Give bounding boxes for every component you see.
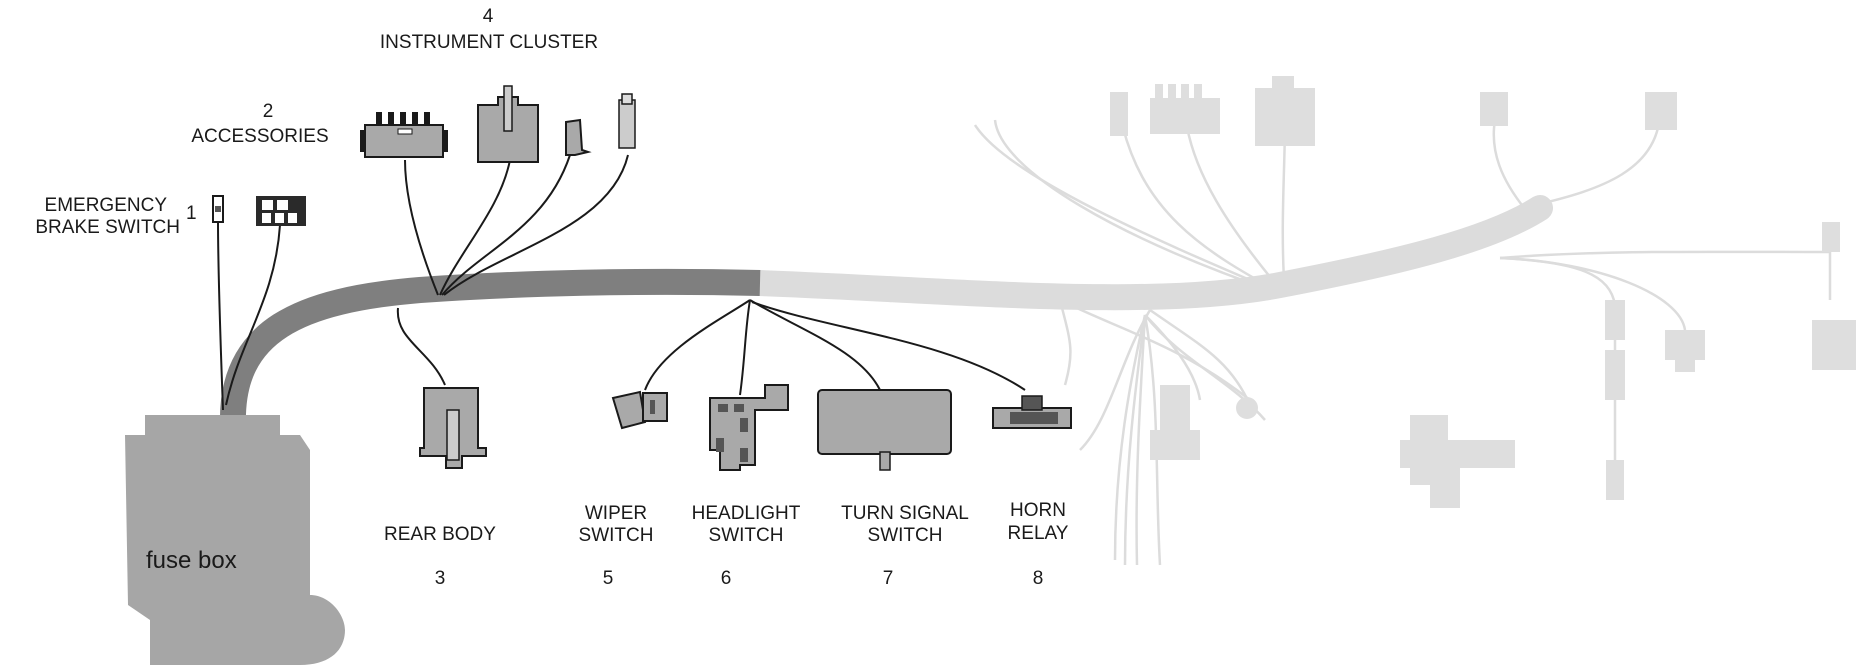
connector-headlight-switch[interactable]: [709, 384, 789, 471]
label-instrument-cluster: 4 INSTRUMENT CLUSTER: [380, 6, 598, 53]
horn-relay-label-line1: HORN: [1010, 500, 1066, 521]
label-emergency-brake-switch: EMERGENCY BRAKE SWITCH 1: [35, 195, 196, 238]
connector-turn-signal-switch[interactable]: [817, 389, 952, 471]
harness-trunk: [219, 268, 761, 426]
label-horn-relay: HORN RELAY 8: [1008, 500, 1069, 589]
connector-rear-body[interactable]: [419, 387, 487, 469]
rear-body-number: 3: [435, 568, 446, 589]
label-headlight-switch: HEADLIGHT SWITCH 6: [692, 503, 801, 589]
wiper-label-line2: SWITCH: [579, 525, 654, 546]
turn-signal-number: 7: [883, 568, 894, 589]
faded-trunk: [747, 195, 1553, 311]
connector-horn-relay[interactable]: [992, 395, 1072, 429]
accessories-label: ACCESSORIES: [191, 126, 328, 147]
headlight-label-line1: HEADLIGHT: [692, 503, 801, 524]
faded-harness-section: [747, 76, 1856, 566]
emergency-brake-number: 1: [186, 203, 197, 224]
horn-relay-label-line2: RELAY: [1008, 523, 1069, 544]
turn-signal-label-line1: TURN SIGNAL: [841, 503, 969, 524]
fuse-box-label: fuse box: [146, 547, 237, 574]
horn-relay-number: 8: [1033, 568, 1044, 589]
connector-instrument-cluster-d[interactable]: [618, 93, 636, 149]
harness-wires: [217, 154, 1026, 411]
connector-accessories[interactable]: [256, 196, 306, 226]
emergency-brake-label-line2: BRAKE SWITCH: [35, 217, 180, 238]
connector-emergency-brake-switch[interactable]: [212, 195, 224, 223]
label-rear-body: REAR BODY 3: [384, 524, 496, 589]
label-accessories: 2 ACCESSORIES: [191, 101, 328, 147]
emergency-brake-label-line1: EMERGENCY: [45, 195, 168, 216]
label-turn-signal-switch: TURN SIGNAL SWITCH 7: [841, 503, 969, 589]
headlight-number: 6: [721, 568, 732, 589]
headlight-label-line2: SWITCH: [709, 525, 784, 546]
fuse-box: fuse box: [125, 415, 345, 665]
connector-instrument-cluster-c[interactable]: [565, 118, 592, 156]
wiper-number: 5: [603, 568, 614, 589]
label-wiper-switch: WIPER SWITCH 5: [579, 503, 654, 589]
accessories-number: 2: [263, 101, 274, 122]
wiper-label-line1: WIPER: [585, 503, 647, 524]
connector-instrument-cluster-b[interactable]: [477, 85, 539, 163]
instrument-cluster-label: INSTRUMENT CLUSTER: [380, 32, 598, 53]
turn-signal-label-line2: SWITCH: [868, 525, 943, 546]
rear-body-label: REAR BODY: [384, 524, 496, 545]
connector-wiper-switch[interactable]: [611, 390, 668, 430]
connector-instrument-cluster-a[interactable]: [360, 112, 448, 158]
instrument-cluster-number: 4: [483, 6, 494, 27]
